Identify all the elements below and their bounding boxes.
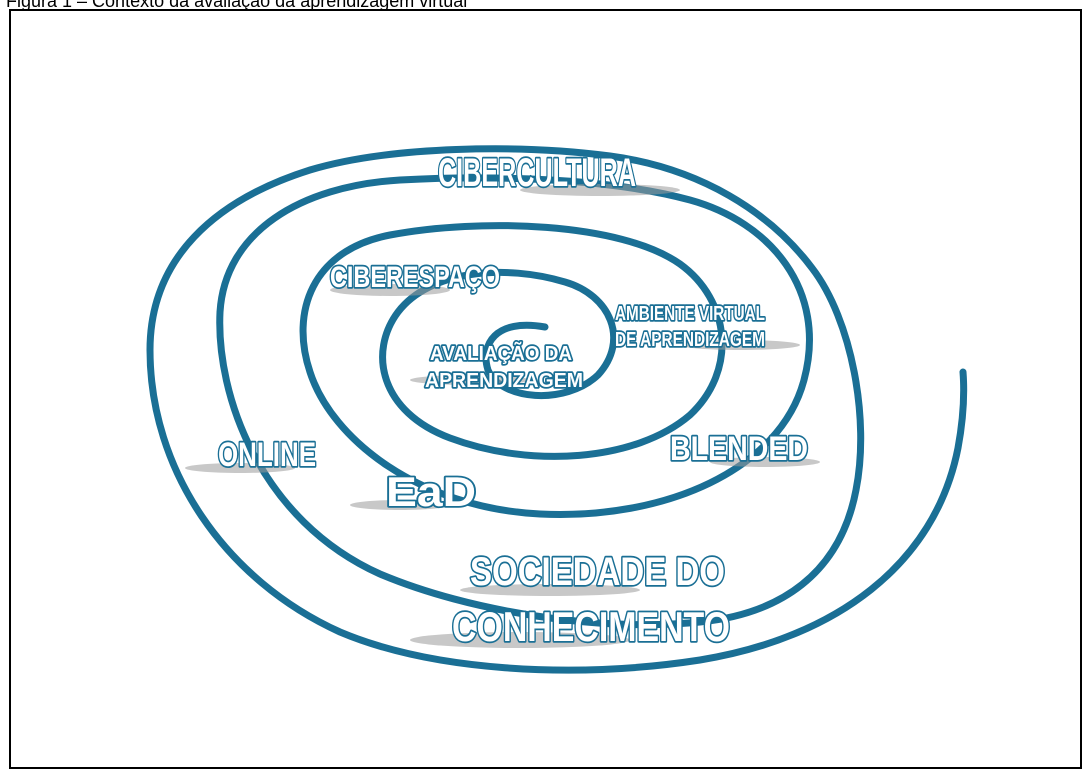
label-blended: BLENDED [670, 430, 808, 468]
label-ambiente-line1: AMBIENTE VIRTUAL [615, 303, 765, 325]
label-ambiente-line2: DE APRENDIZAGEM [615, 329, 765, 351]
label-ciberespaco: CIBERESPAÇO [330, 261, 500, 294]
label-ead: EaD [386, 468, 476, 515]
label-online: ONLINE [218, 436, 316, 474]
label-sociedade-line1: SOCIEDADE DO [470, 550, 725, 594]
label-avaliacao-line1: AVALIAÇÃO DA [430, 342, 572, 365]
label-sociedade-line2: CONHECIMENTO [452, 603, 730, 650]
label-cibercultura: CIBERCULTURA [438, 151, 636, 195]
label-avaliacao-line2: APRENDIZAGEM [425, 370, 583, 392]
